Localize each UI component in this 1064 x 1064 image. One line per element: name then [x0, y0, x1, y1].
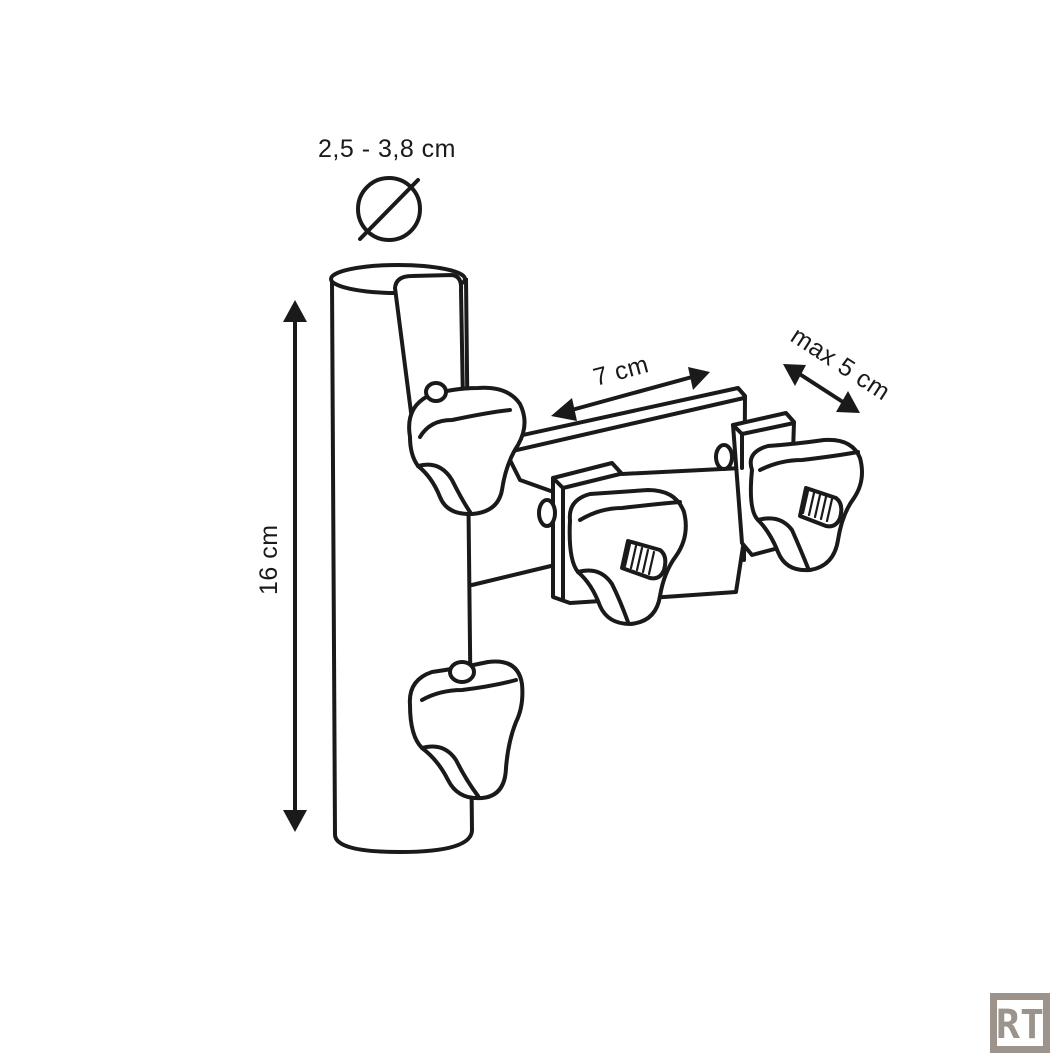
clamp-range-label: max 5 cm — [786, 322, 895, 407]
bolt-end-left — [537, 498, 557, 528]
plate-width-label: 7 cm — [590, 350, 652, 392]
bolt-end-right — [714, 443, 734, 471]
diameter-label: 2,5 - 3,8 cm — [318, 135, 456, 163]
clamp-range-dimension-arrow — [783, 364, 860, 413]
height-dimension-arrow — [283, 300, 307, 832]
diameter-symbol-icon — [356, 176, 422, 242]
brand-logo: RT — [990, 993, 1050, 1053]
threaded-bolt-right — [798, 486, 844, 529]
front-bracket-knob — [567, 488, 688, 626]
plate-width-dimension-arrow — [551, 367, 710, 421]
tube-knob-bottom — [407, 659, 525, 801]
tube-knob-top — [407, 381, 527, 517]
height-label: 16 cm — [255, 524, 283, 595]
svg-text:RT: RT — [996, 1002, 1044, 1048]
threaded-bolt-front — [620, 539, 668, 581]
right-clamp-knob — [748, 437, 864, 573]
